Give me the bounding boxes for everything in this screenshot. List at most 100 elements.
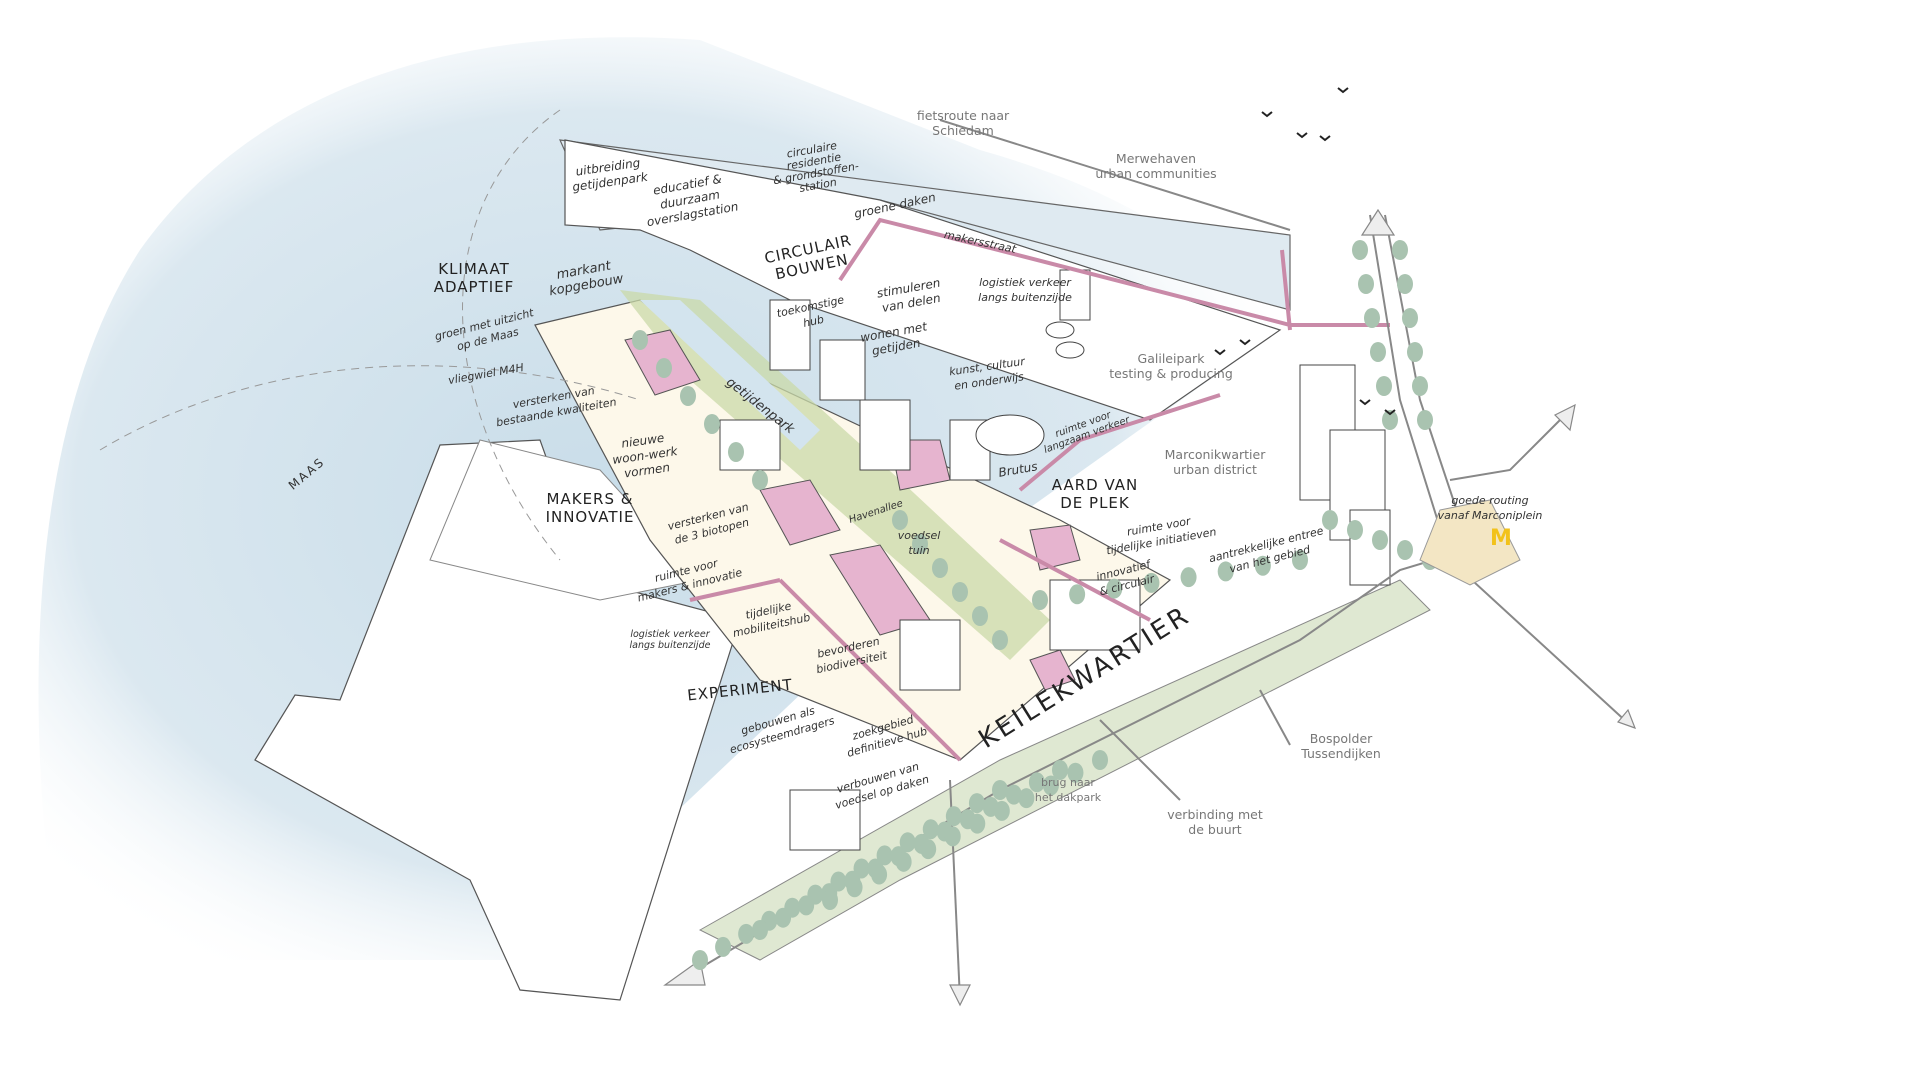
tree: [1292, 550, 1308, 570]
label-voedseltuin: voedsel tuin: [898, 528, 941, 558]
tree: [1370, 342, 1386, 362]
tree: [993, 800, 1010, 821]
tree: [846, 877, 863, 898]
tree: [876, 845, 893, 866]
tree: [1397, 274, 1413, 294]
tree: [944, 826, 961, 847]
tree: [1018, 788, 1035, 809]
tree: [715, 936, 732, 957]
tree: [680, 386, 696, 406]
label-line: Merwehaven: [1115, 151, 1197, 166]
tree: [1028, 772, 1045, 793]
pink-routes: [689, 217, 1390, 762]
tree: [752, 920, 768, 940]
label-line: verbinding met: [1167, 807, 1263, 822]
tree: [1217, 561, 1234, 582]
tree: [1069, 584, 1086, 605]
tree: [752, 470, 768, 490]
tree: [1106, 578, 1123, 599]
trees: [632, 240, 1438, 970]
tree: [632, 330, 648, 350]
tree: [1092, 750, 1108, 770]
label-line: voedsel: [897, 529, 941, 542]
dashed-arc-2: [99, 365, 641, 451]
label-line: Galileipark: [1137, 351, 1205, 366]
tree: [1005, 784, 1022, 805]
label-line: logistiek verkeer: [979, 276, 1071, 289]
label-line: urban district: [1173, 462, 1257, 477]
tree: [945, 806, 962, 827]
label-line: fietsroute naar: [916, 108, 1010, 123]
tree: [692, 950, 708, 970]
label-line: AARD VAN: [1051, 476, 1139, 494]
tree: [704, 414, 720, 434]
tree: [656, 358, 672, 378]
tree: [1254, 555, 1271, 576]
tree: [1032, 590, 1048, 610]
label-line: Marconikwartier: [1164, 447, 1266, 462]
label-line: goede routing: [1451, 494, 1529, 507]
tree: [992, 780, 1008, 800]
tree: [1347, 520, 1363, 540]
tree: [1180, 567, 1197, 588]
tree: [1397, 540, 1413, 560]
tree: [738, 923, 755, 944]
dashed-arc: [462, 109, 561, 561]
tree: [1322, 510, 1338, 530]
label-line: langs buitenzijde: [629, 640, 711, 651]
tree: [1407, 342, 1423, 362]
tree: [775, 907, 792, 928]
tree: [892, 510, 908, 530]
tree: [1364, 308, 1380, 328]
tree: [932, 558, 948, 578]
label-line: Tussendijken: [1301, 746, 1381, 761]
label-line: MAKERS &: [546, 490, 634, 508]
tree: [895, 851, 912, 872]
tree: [1358, 274, 1374, 294]
tree: [1412, 376, 1428, 396]
tree: [1392, 240, 1408, 260]
tree: [822, 890, 838, 910]
label-line: Schiedam: [932, 123, 994, 138]
label-line: logistiek verkeer: [630, 629, 710, 640]
label-line: langs buitenzijde: [978, 291, 1072, 304]
label-line: Bospolder: [1309, 731, 1373, 746]
tree: [1143, 572, 1160, 593]
tree: [871, 864, 888, 885]
tree: [1417, 410, 1433, 430]
tree: [969, 813, 986, 834]
getijdenpark-water: [640, 300, 820, 450]
label-line: INNOVATIE: [545, 508, 635, 526]
tree: [920, 839, 937, 860]
tree: [1067, 762, 1084, 783]
label-line: testing & producing: [1109, 366, 1233, 381]
label-line: de buurt: [1188, 822, 1242, 837]
tree: [899, 832, 916, 853]
tree: [1352, 240, 1368, 260]
label-line: DE PLEK: [1060, 494, 1130, 512]
tree: [1042, 775, 1059, 796]
tree: [1402, 308, 1418, 328]
tree: [992, 630, 1008, 650]
label-line: brug naar: [1041, 776, 1095, 789]
label-line: urban communities: [1095, 166, 1217, 181]
label-line: KLIMAAT: [438, 260, 510, 278]
tree: [912, 534, 928, 554]
label-makers-innovatie: MAKERS &INNOVATIE: [546, 490, 635, 526]
tree: [972, 606, 988, 626]
label-logistiek-top: logistiek verkeer langs buitenzijde: [978, 275, 1072, 305]
tree: [728, 442, 744, 462]
label-line: tuin: [908, 544, 930, 557]
